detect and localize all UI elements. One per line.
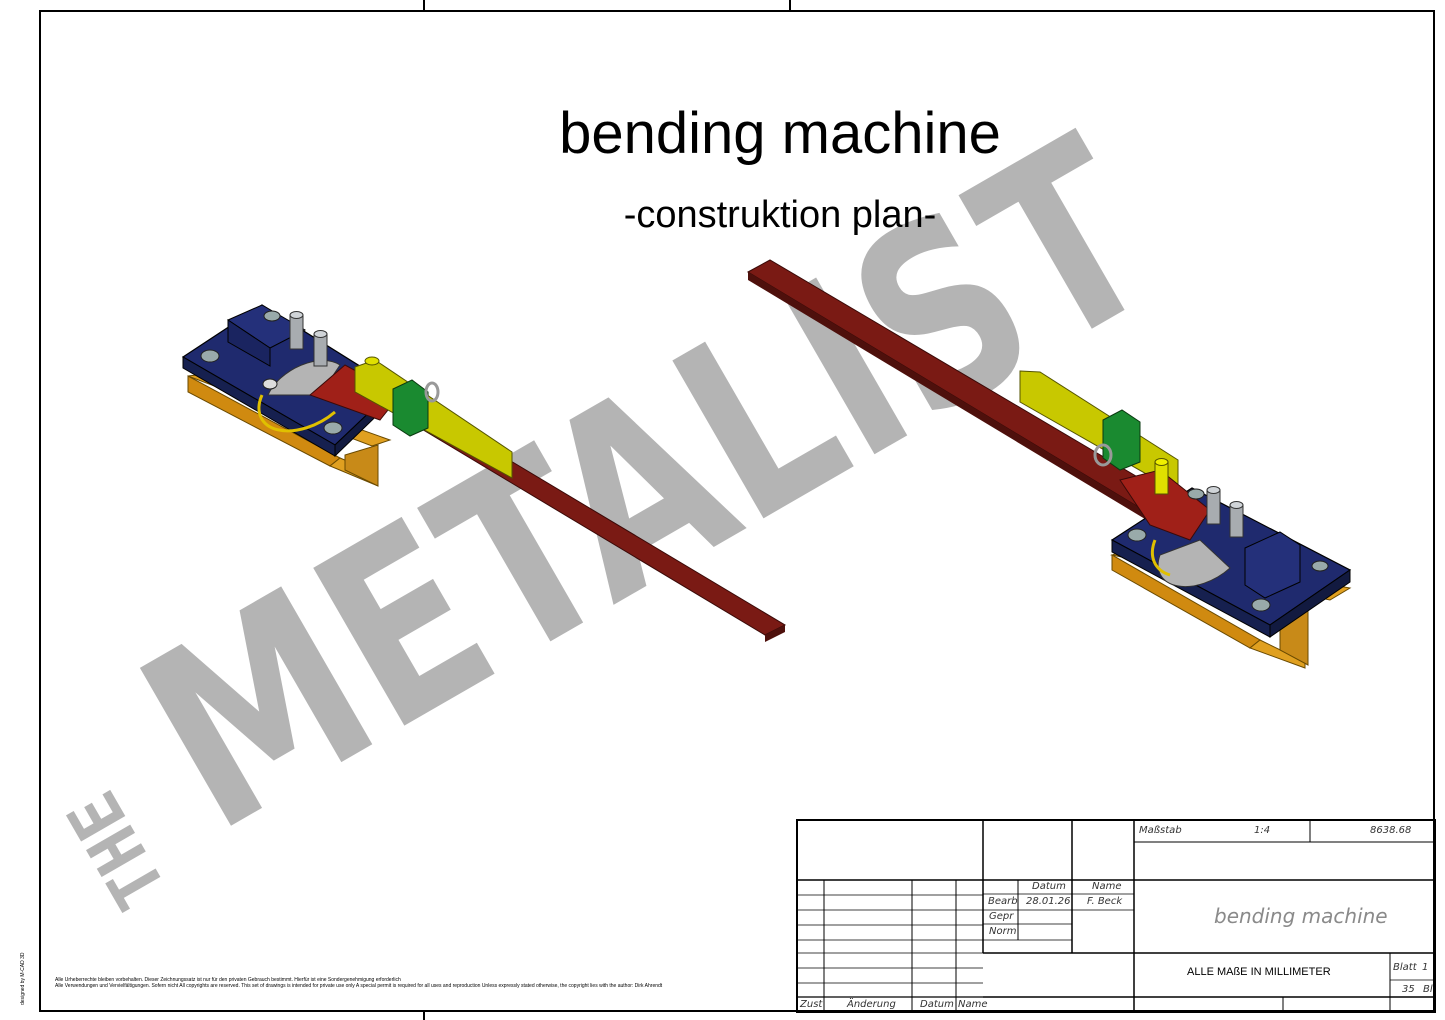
revision-name-header: Name [958,999,988,1010]
drawing-frame [39,10,1435,1012]
title-block-drawing-name: bending machine [1214,904,1388,928]
gepr-label: Gepr [989,911,1014,922]
blatt-label: Blatt [1393,962,1417,973]
designer-note: designed by M-CAD 3D [20,952,26,1005]
massstab-label: Maßstab [1139,825,1182,836]
copyright-notice: Alle Urheberrechte bleiben vorbehalten. … [55,977,662,989]
norm-label: Norm [989,926,1017,937]
datum-header: Datum [1032,881,1066,892]
name-header: Name [1092,881,1122,892]
copyright-line-1: Alle Urheberrechte bleiben vorbehalten. … [55,977,401,983]
drawing-number: 8638.68 [1370,825,1412,836]
bearb-date: 28.01.26 [1026,896,1071,907]
bending-machine-right [746,259,1352,669]
bearb-label: Bearb [988,896,1018,907]
sheets-value: 35 [1402,984,1415,995]
drawing-subtitle: -construktion plan- [623,194,937,236]
border-tick-top-1 [423,0,425,10]
massstab-value: 1:4 [1254,825,1271,836]
blatt-value: 1 [1422,962,1429,973]
bending-machine-left [181,304,787,642]
sheets-label: Bl [1423,984,1433,995]
title-block [796,819,1436,1013]
revision-datum-header: Datum [920,999,954,1010]
units-note: ALLE MAßE IN MILLIMETER [1187,966,1331,978]
border-tick-bottom-1 [423,1012,425,1020]
aenderung-header: Änderung [847,999,896,1010]
bearb-name: F. Beck [1087,896,1123,907]
watermark-prefix: THE [52,778,183,923]
copyright-line-2: Alle Verwendungen und Vervielfältigungen… [55,983,663,989]
drawing-title: bending machine [559,101,1001,166]
border-tick-top-2 [789,0,791,10]
zust-header: Zust [800,999,823,1010]
